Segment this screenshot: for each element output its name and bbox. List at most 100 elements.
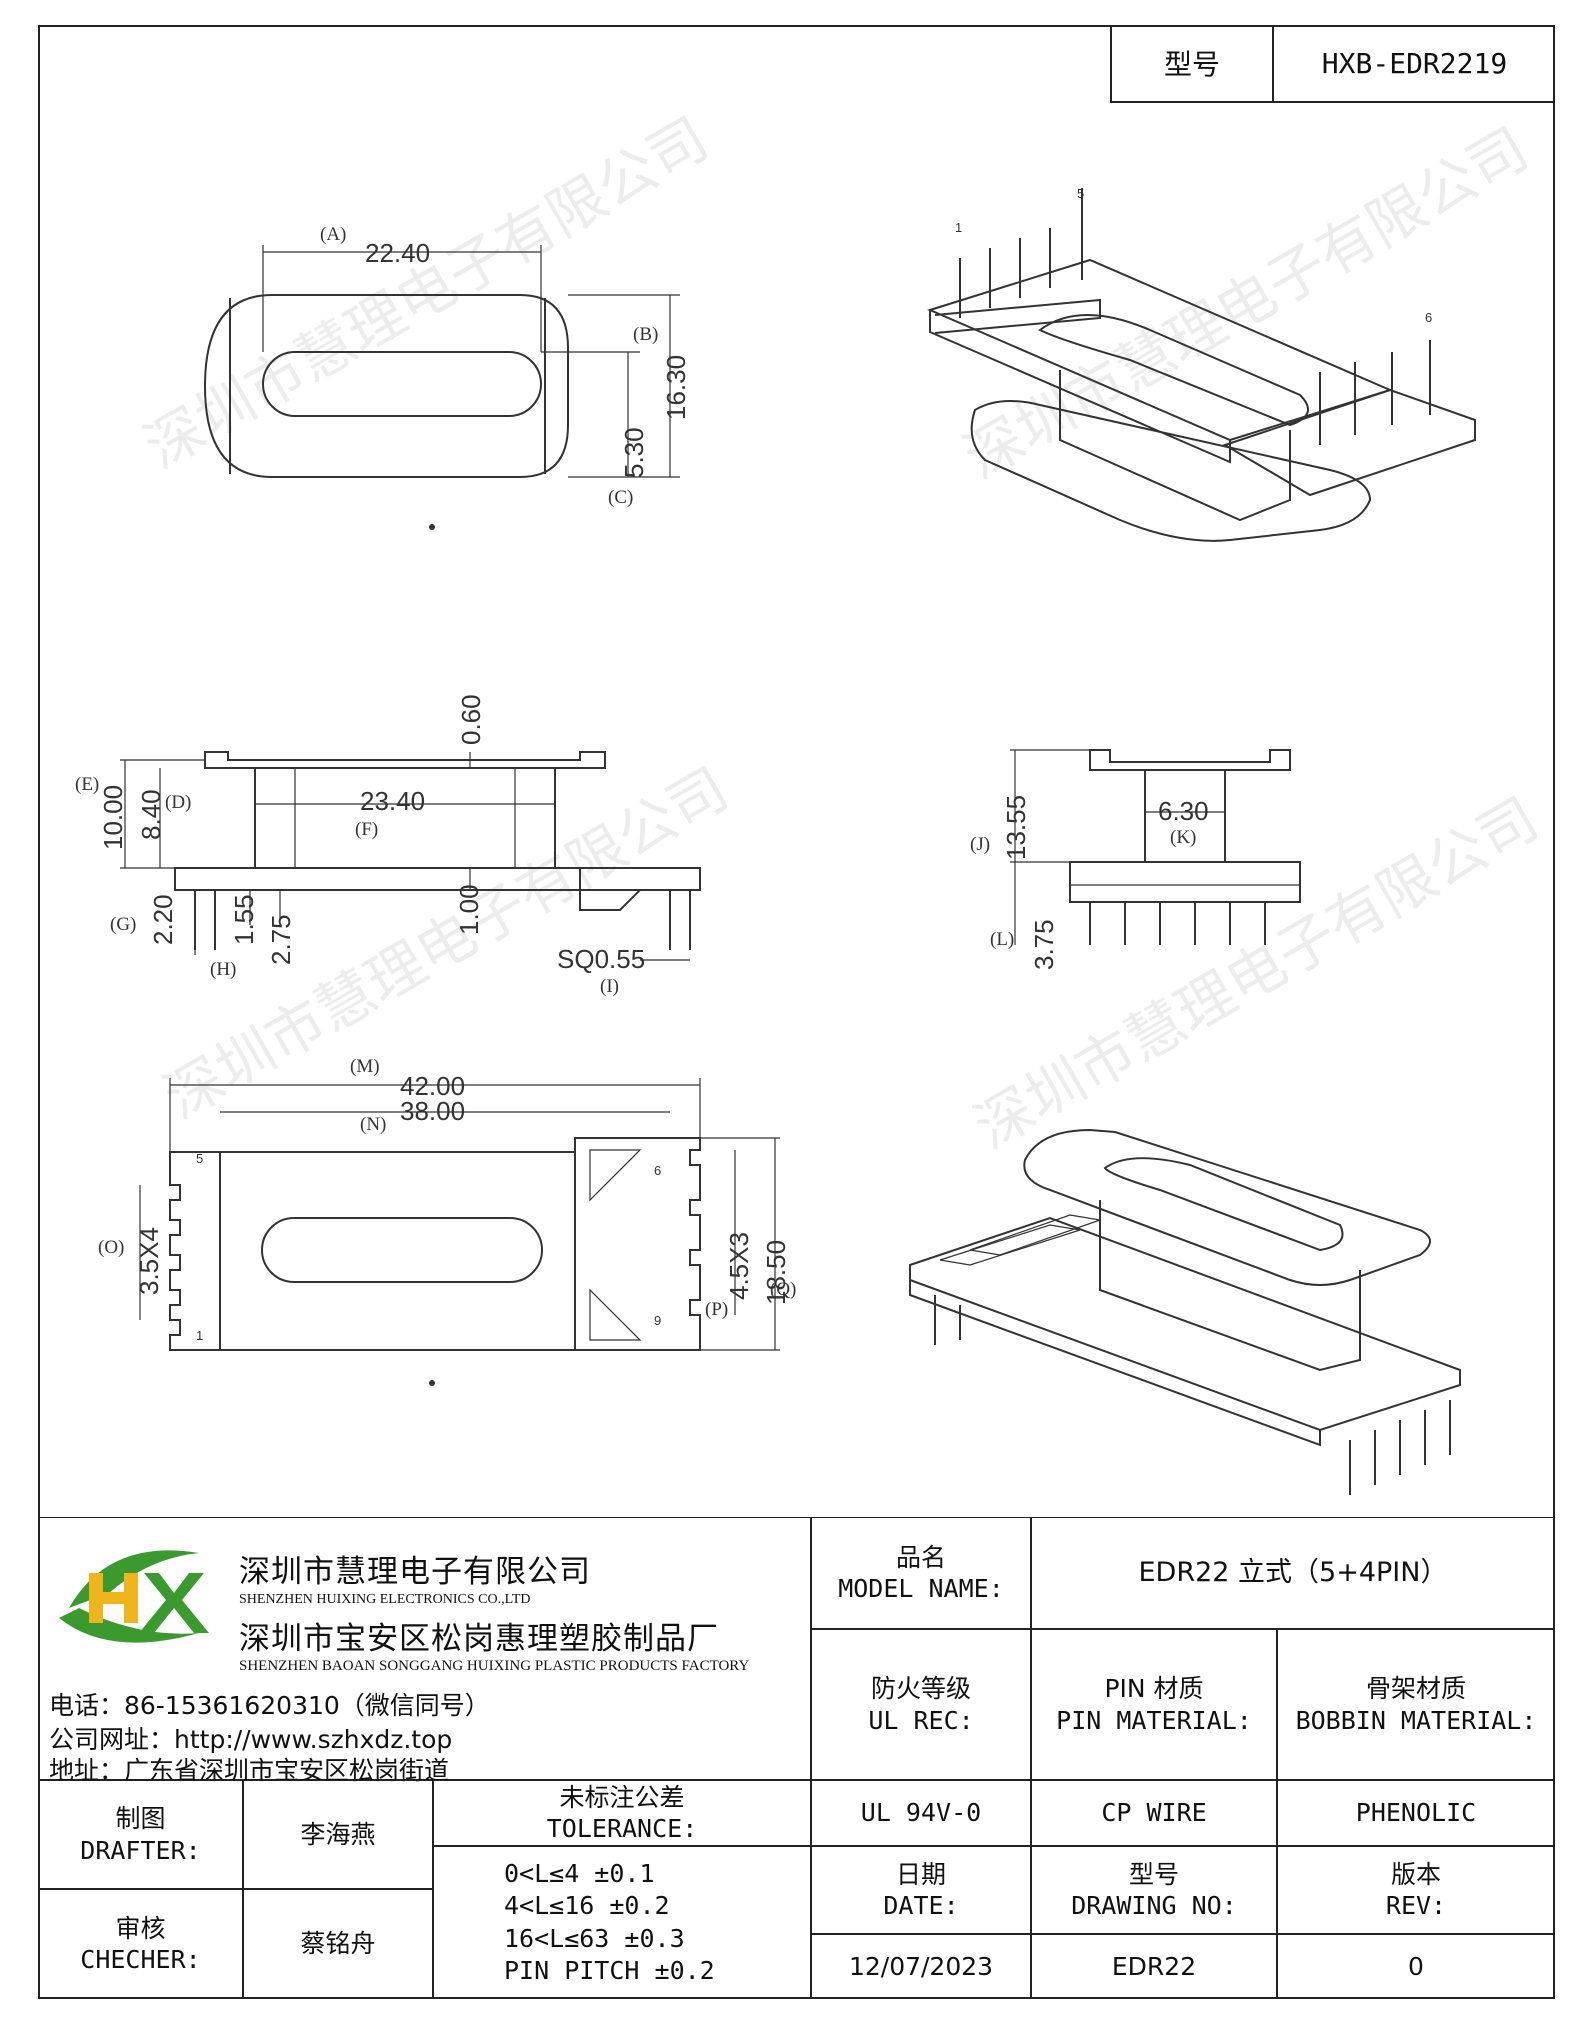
tag-q: (Q) — [770, 1279, 796, 1300]
tolerance-row-4: PIN PITCH ±0.2 — [504, 1956, 715, 1985]
tag-p: (P) — [705, 1299, 728, 1320]
tag-n: (N) — [360, 1114, 386, 1135]
drafter-cn: 制图 — [115, 1804, 166, 1834]
ul-label: 防火等级 UL REC: — [811, 1629, 1031, 1780]
drawing-no-cn: 型号 — [1128, 1859, 1179, 1889]
rev-en: REV: — [1385, 1891, 1447, 1920]
top-view-outline — [203, 294, 569, 478]
side-base — [174, 867, 701, 891]
tag-a: (A) — [320, 224, 346, 245]
model-number-box: 型号 HXB-EDR2219 — [1110, 25, 1555, 103]
dim-100: 1.00 — [454, 884, 484, 935]
tag-g: (G) — [110, 914, 136, 935]
tolerance-list: 0<L≤4 ±0.1 4<L≤16 ±0.2 16<L≤63 ±0.3 PIN … — [433, 1846, 811, 1999]
dim-i: SQ0.55 — [557, 944, 645, 974]
dim-g: 2.20 — [148, 894, 178, 945]
watermark-4: 深圳市慧理电子有限公司 — [963, 784, 1550, 1162]
center-marker-1 — [429, 524, 435, 530]
tolerance-row-1: 0<L≤4 ±0.1 — [504, 1858, 655, 1888]
tag-h: (H) — [210, 959, 236, 980]
bottom-core — [219, 1151, 576, 1351]
dim-f: 23.40 — [360, 786, 425, 816]
model-name-value: EDR22 立式（5+4PIN） — [1031, 1517, 1555, 1629]
checker-label: 审核 CHECHER: — [38, 1889, 243, 1999]
iso-pin-5: 5 — [1077, 186, 1084, 201]
rev-label: 版本 REV: — [1277, 1846, 1555, 1934]
dim-h1: 1.55 — [229, 894, 259, 945]
bobbin-material-value: PHENOLIC — [1277, 1780, 1555, 1846]
watermark-group: 深圳市慧理电子有限公司 深圳市慧理电子有限公司 深圳市慧理电子有限公司 深圳市慧… — [133, 104, 1550, 1162]
tolerance-row-3: 16<L≤63 ±0.3 — [504, 1923, 685, 1953]
tolerance-cn: 未标注公差 — [559, 1782, 685, 1812]
technical-drawing: 深圳市慧理电子有限公司 深圳市慧理电子有限公司 深圳市慧理电子有限公司 深圳市慧… — [75, 104, 1550, 1495]
pin-material-label: PIN 材质 PIN MATERIAL: — [1031, 1629, 1277, 1780]
center-marker-2 — [429, 1380, 435, 1386]
checker-en: CHECHER: — [80, 1945, 201, 1974]
checker-value: 蔡铭舟 — [243, 1889, 433, 1999]
date-label: 日期 DATE: — [811, 1846, 1031, 1934]
tag-m: (M) — [350, 1056, 380, 1077]
dim-p: 4.5X3 — [724, 1232, 754, 1300]
dim-a: 22.40 — [365, 238, 430, 268]
model-name-label: 品名 MODEL NAME: — [811, 1517, 1031, 1629]
dim-m: 42.00 — [400, 1071, 465, 1101]
model-name-cn: 品名 — [895, 1542, 946, 1572]
dim-c: 5.30 — [619, 427, 649, 478]
date-en: DATE: — [883, 1891, 959, 1920]
ul-value: UL 94V-0 — [811, 1780, 1031, 1846]
rev-value: 0 — [1277, 1934, 1555, 1999]
bobbin-material-en: BOBBIN MATERIAL: — [1295, 1705, 1537, 1735]
top-view — [203, 245, 680, 478]
bottom-pin-1: 1 — [196, 1328, 203, 1343]
drawing-no-label: 型号 DRAWING NO: — [1031, 1846, 1277, 1934]
iso-pin-6: 6 — [1425, 310, 1432, 325]
iso-bottom-flange — [970, 400, 1372, 542]
company-name-cn: 深圳市慧理电子有限公司 — [239, 1554, 591, 1590]
tag-e: (E) — [75, 774, 99, 795]
drawing-no-en: DRAWING NO: — [1071, 1891, 1237, 1920]
bottom-pin-5: 5 — [196, 1151, 203, 1166]
ul-cn: 防火等级 — [870, 1674, 971, 1704]
tag-d: (D) — [165, 792, 191, 813]
iso-b-base — [909, 1216, 1461, 1432]
date-value: 12/07/2023 — [811, 1934, 1031, 1999]
tag-f: (F) — [355, 819, 378, 840]
iso-pin-1: 1 — [955, 220, 962, 235]
tolerance-row-2: 4<L≤16 ±0.2 — [504, 1891, 670, 1920]
dim-n: 38.00 — [400, 1096, 465, 1126]
dim-b: 16.30 — [661, 355, 691, 420]
model-value: HXB-EDR2219 — [1321, 46, 1508, 80]
pin-material-en: PIN MATERIAL: — [1056, 1705, 1252, 1735]
dim-o: 3.5X4 — [134, 1227, 164, 1295]
side-top-flange — [204, 751, 606, 769]
model-name-en: MODEL NAME: — [838, 1574, 1004, 1603]
side-view — [120, 751, 701, 961]
company-website: 公司网址：http://www.szhxdz.top — [49, 1725, 453, 1754]
company-info: 深圳市慧理电子有限公司 SHENZHEN HUIXING ELECTRONICS… — [38, 1517, 811, 1785]
rev-cn: 版本 — [1390, 1859, 1441, 1889]
company-name-en: SHENZHEN HUIXING ELECTRONICS CO.,LTD — [239, 1592, 531, 1607]
tag-o: (O) — [98, 1237, 124, 1258]
iso-top-slot — [1038, 314, 1309, 427]
bottom-pin-6: 6 — [654, 1163, 661, 1178]
bottom-pin-9: 9 — [654, 1313, 661, 1328]
dim-l: 3.75 — [1029, 919, 1059, 970]
end-top-flange — [1089, 749, 1291, 771]
dim-k: 6.30 — [1158, 796, 1209, 826]
tolerance-en: TOLERANCE: — [546, 1814, 698, 1843]
drafter-en: DRAFTER: — [80, 1835, 201, 1865]
factory-name-cn: 深圳市宝安区松岗惠理塑胶制品厂 — [239, 1621, 719, 1657]
bottom-slot — [261, 1217, 543, 1283]
tag-i: (I) — [600, 976, 619, 997]
pin-material-cn: PIN 材质 — [1104, 1674, 1204, 1704]
company-logo — [59, 1550, 209, 1643]
iso-view-top — [927, 188, 1476, 542]
title-block: 深圳市慧理电子有限公司 SHENZHEN HUIXING ELECTRONICS… — [38, 1517, 1555, 1999]
drawing-no-value: EDR22 — [1031, 1934, 1277, 1999]
top-view-slot — [262, 351, 542, 417]
dim-060: 0.60 — [456, 694, 486, 745]
bottom-right-flange — [574, 1137, 701, 1351]
checker-cn: 审核 — [115, 1913, 166, 1943]
bobbin-material-cn: 骨架材质 — [1365, 1674, 1466, 1704]
dim-d: 8.40 — [136, 789, 166, 840]
